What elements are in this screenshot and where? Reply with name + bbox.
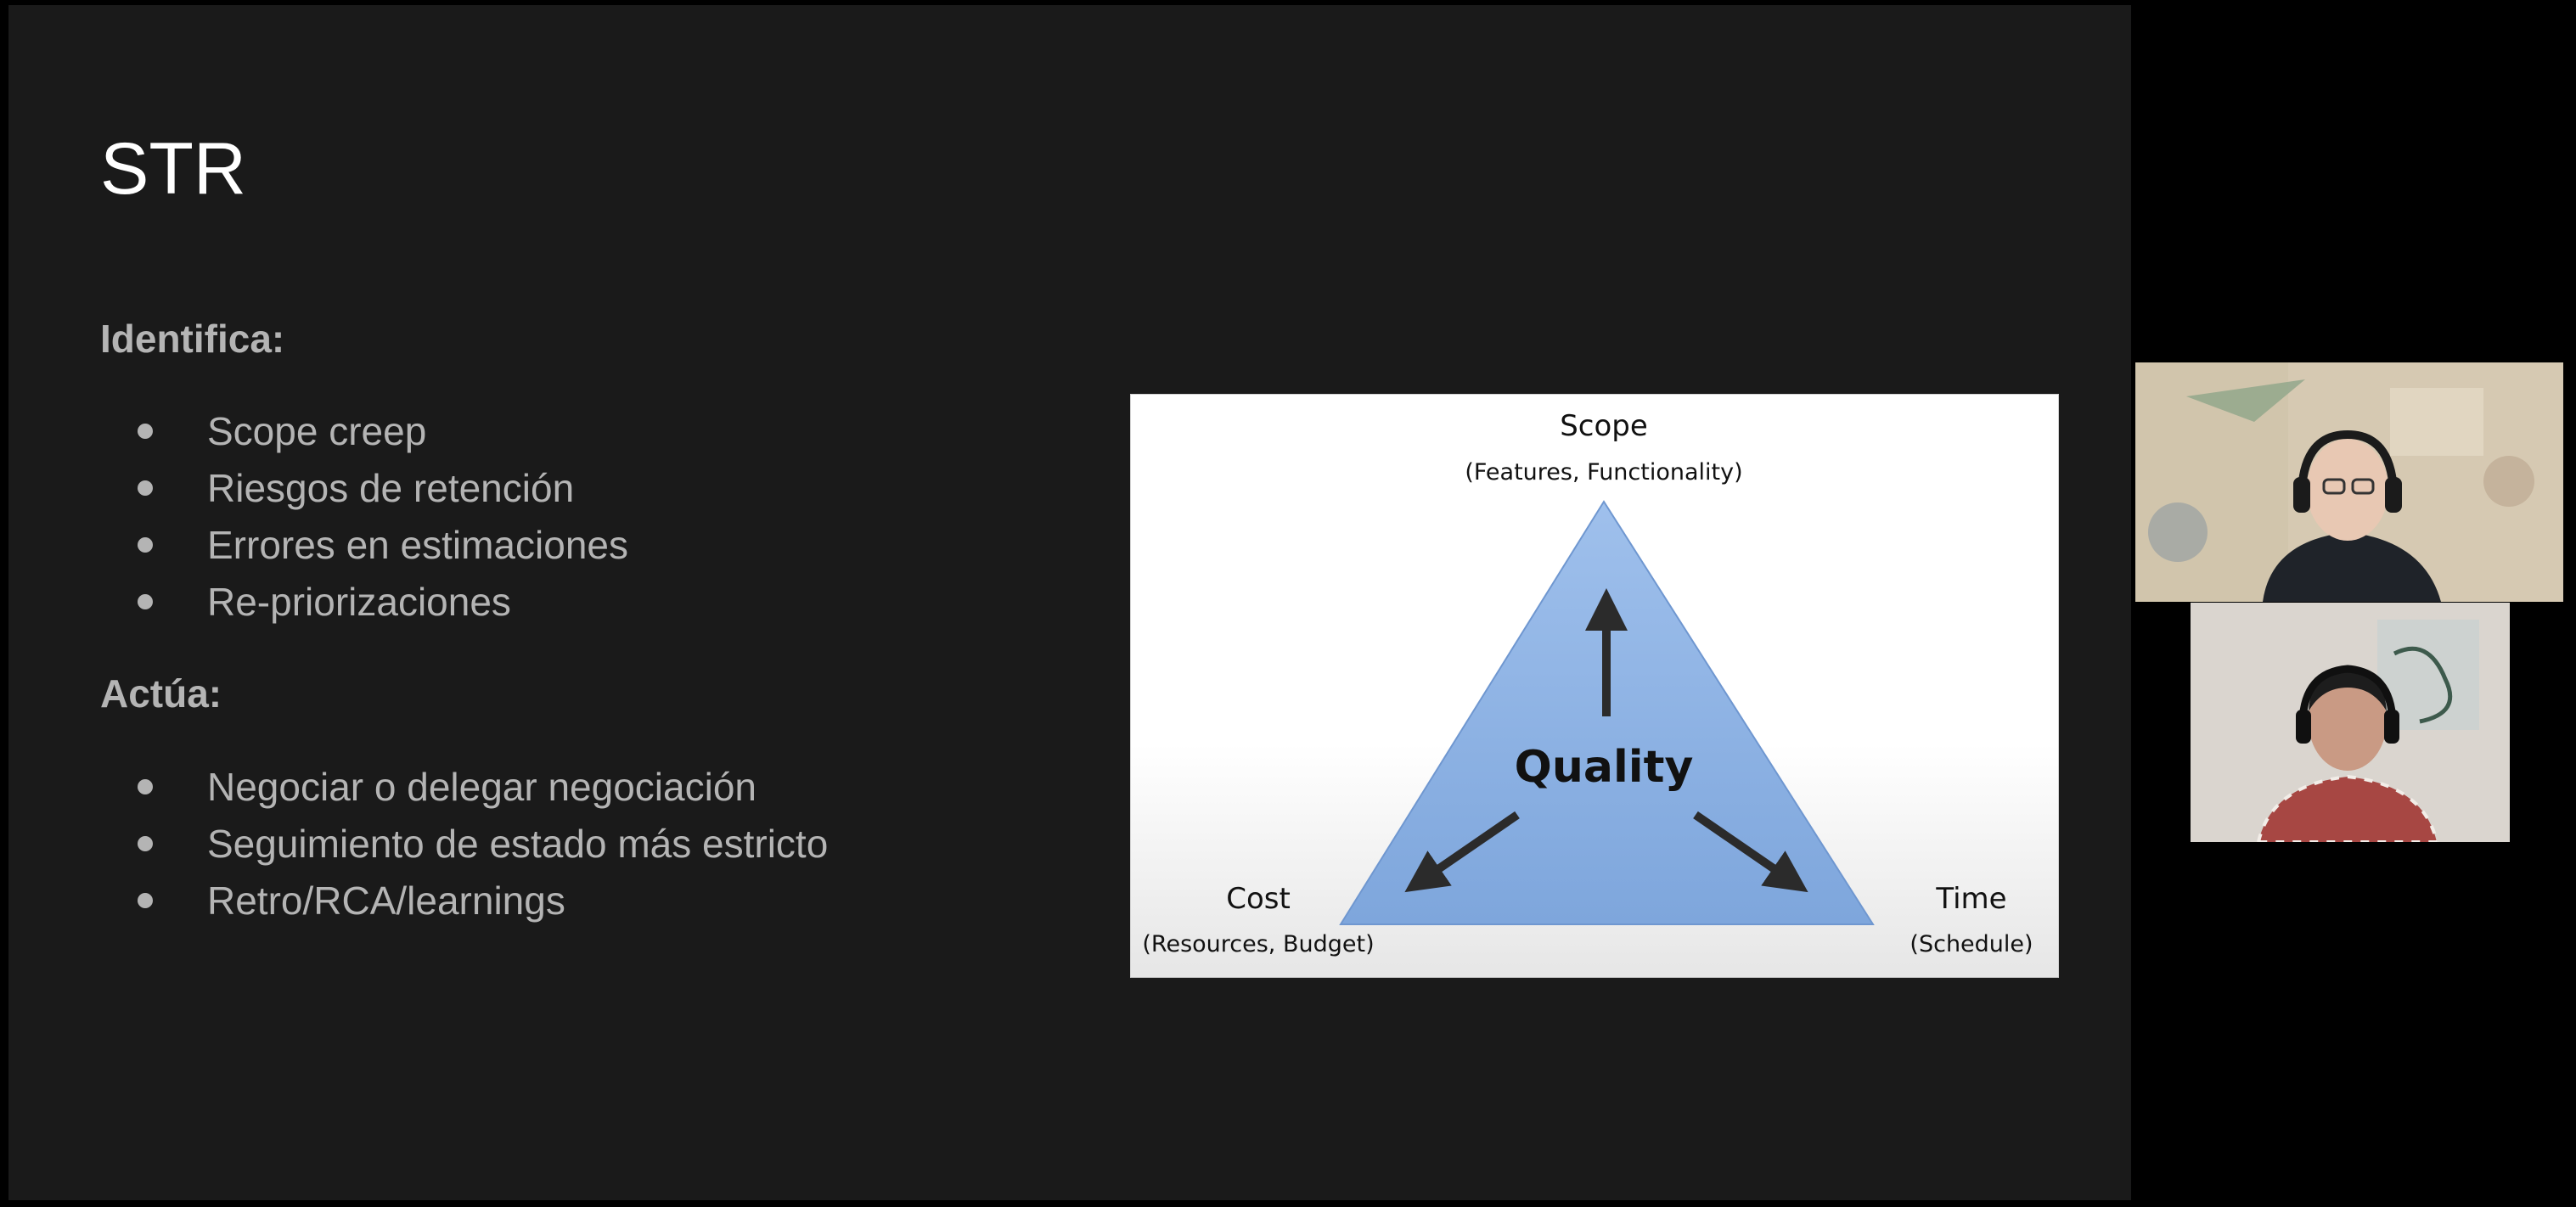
project-triangle-diagram: Scope (Features, Functionality) Quality … <box>1130 394 2059 978</box>
bullet-dot <box>138 893 153 908</box>
slide-title: STR <box>100 128 246 210</box>
time-sub-label: (Schedule) <box>1910 931 2033 957</box>
bullet-dot <box>138 537 153 553</box>
quality-label: Quality <box>1515 742 1694 793</box>
presentation-slide: STR Identifica: Scope creep Riesgos de r… <box>8 5 2131 1200</box>
bullet-dot <box>138 836 153 851</box>
section-heading-identifica: Identifica: <box>100 317 285 361</box>
bullet-dot <box>138 480 153 496</box>
list-item-text: Negociar o delegar negociación <box>207 765 756 809</box>
scope-sub-label: (Features, Functionality) <box>1465 459 1742 486</box>
time-label: Time <box>1935 882 2006 916</box>
participant-1-video[interactable] <box>2135 362 2563 602</box>
participant-1-avatar <box>2135 362 2563 602</box>
section-heading-actua: Actúa: <box>100 671 222 716</box>
cost-arrow <box>1404 811 1520 893</box>
list-item-text: Riesgos de retención <box>207 466 575 510</box>
participant-2-video[interactable] <box>2191 603 2510 842</box>
cost-sub-label: (Resources, Budget) <box>1142 931 1374 957</box>
bullet-dot <box>138 779 153 794</box>
list-item-text: Re-priorizaciones <box>207 580 511 624</box>
list-item-text: Seguimiento de estado más estricto <box>207 822 829 866</box>
scope-label: Scope <box>1560 409 1648 443</box>
bullet-dot <box>138 424 153 439</box>
list-item-text: Retro/RCA/learnings <box>207 879 565 923</box>
participant-2-avatar <box>2191 603 2510 842</box>
time-arrow <box>1693 811 1808 893</box>
triangle-diagram-svg: Scope (Features, Functionality) Quality … <box>1142 409 2033 957</box>
cost-label: Cost <box>1226 882 1291 916</box>
list-item-text: Scope creep <box>207 409 427 453</box>
bullet-dot <box>138 594 153 609</box>
list-item-text: Errores en estimaciones <box>207 523 628 567</box>
